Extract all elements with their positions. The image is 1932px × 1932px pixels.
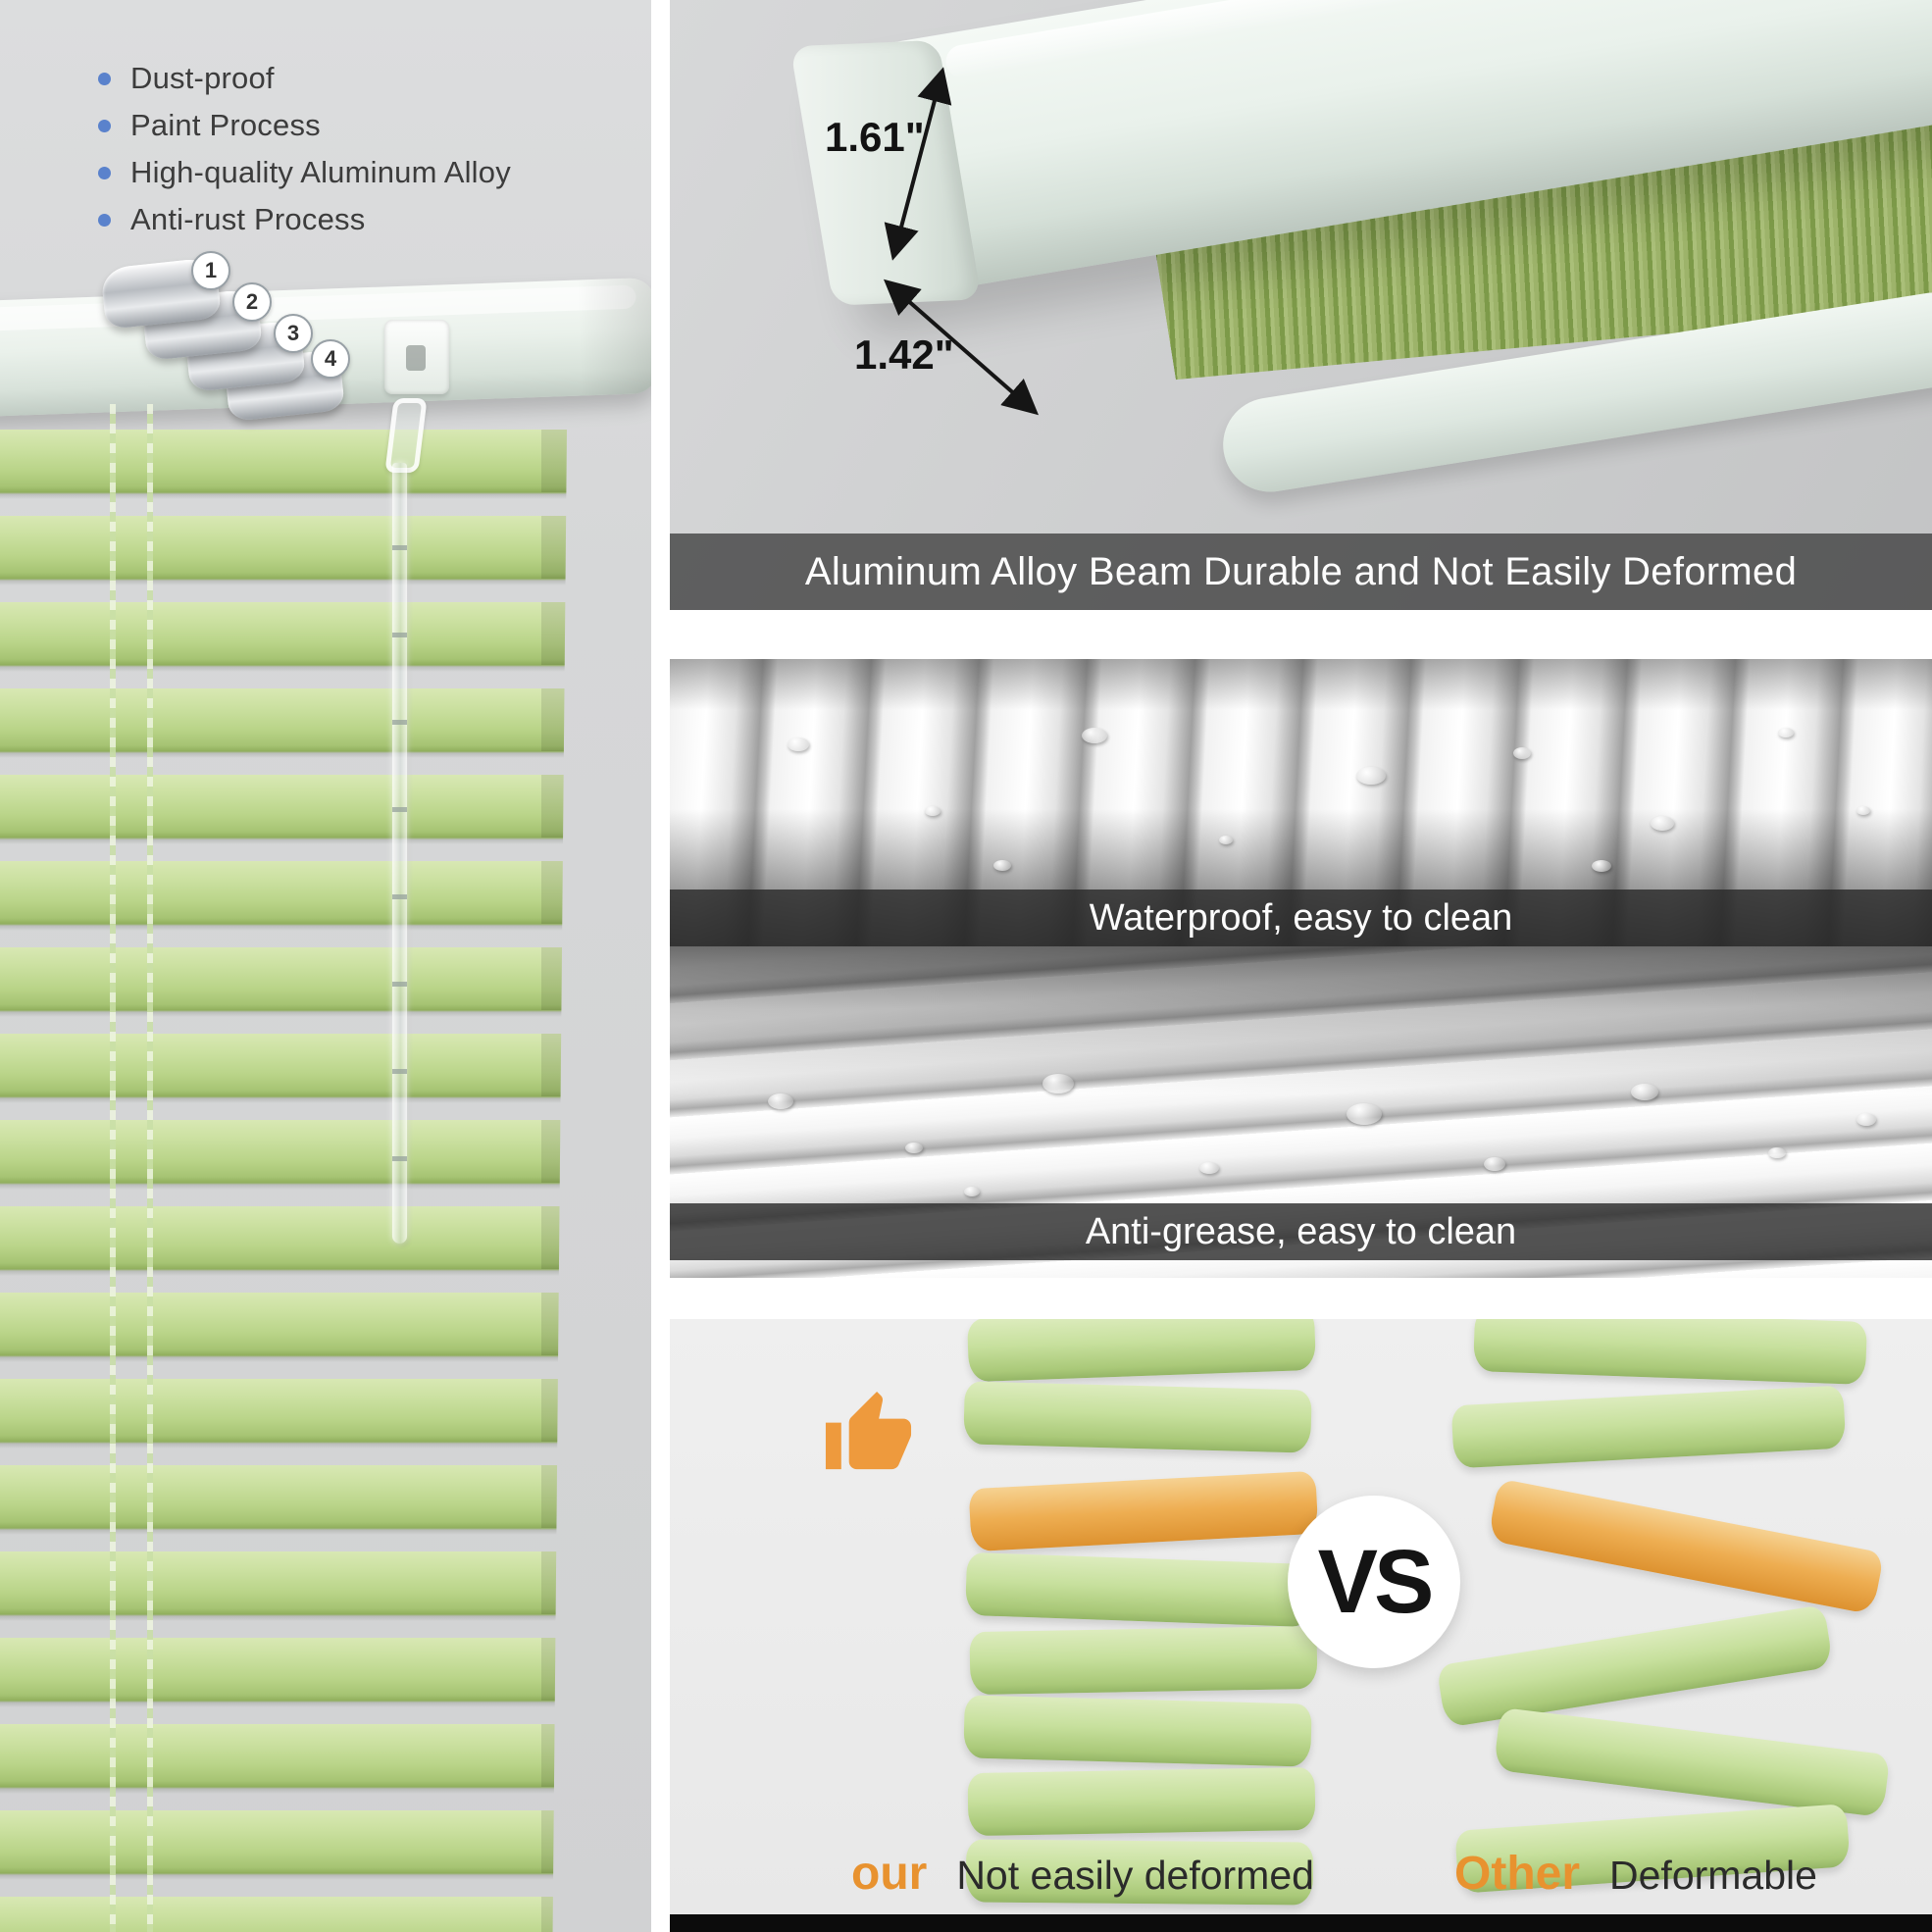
bullet-dot-icon <box>98 119 111 132</box>
water-droplet <box>1199 1162 1219 1174</box>
water-droplet <box>1856 1113 1876 1126</box>
ladder-cord <box>147 404 153 1932</box>
bullet-dot-icon <box>98 72 111 85</box>
feature-label: High-quality Aluminum Alloy <box>130 155 511 189</box>
water-droplet <box>905 1143 923 1153</box>
slat-orange <box>1487 1478 1885 1615</box>
left-blinds-photo: Dust-proof Paint Process High-quality Al… <box>0 0 651 1932</box>
our-label: our <box>851 1848 928 1900</box>
slat <box>963 1695 1312 1767</box>
slat-layer-samples: 1 2 3 4 <box>100 245 417 432</box>
water-droplet <box>1347 1103 1382 1125</box>
water-droplet <box>1042 1074 1074 1093</box>
slat <box>1473 1319 1867 1385</box>
feature-label: Dust-proof <box>130 61 275 95</box>
slat <box>1436 1604 1834 1728</box>
water-droplet <box>1513 747 1531 759</box>
bullet-dot-icon <box>98 166 111 179</box>
slat <box>967 1766 1316 1837</box>
bottom-black-strip <box>670 1914 1932 1932</box>
features-list: Dust-proof Paint Process High-quality Al… <box>98 61 511 249</box>
slat <box>969 1625 1318 1696</box>
antigrease-caption: Anti-grease, easy to clean <box>670 1203 1932 1260</box>
feature-label: Paint Process <box>130 108 321 142</box>
antigrease-photo-section: Anti-grease, easy to clean <box>670 946 1932 1278</box>
water-droplet <box>1768 1147 1786 1158</box>
beam-caption: Aluminum Alloy Beam Durable and Not Easi… <box>670 534 1932 610</box>
depth-measure-label: 1.42" <box>854 331 954 378</box>
water-droplet <box>1484 1157 1505 1171</box>
feature-label: Anti-rust Process <box>130 202 366 236</box>
water-droplet <box>1219 836 1233 844</box>
our-desc: Not easily deformed <box>956 1853 1314 1898</box>
other-desc: Deformable <box>1609 1853 1817 1898</box>
height-arrow-icon <box>884 67 952 261</box>
waterproof-photo-section: Waterproof, easy to clean <box>670 659 1932 946</box>
water-droplet <box>1631 1084 1658 1100</box>
feature-item: Paint Process <box>98 108 511 143</box>
feature-item: High-quality Aluminum Alloy <box>98 155 511 190</box>
depth-arrow-icon <box>883 279 1040 416</box>
vs-label: VS <box>1317 1531 1435 1632</box>
water-droplet <box>1356 767 1386 785</box>
water-droplet <box>768 1093 793 1109</box>
water-droplet <box>1856 806 1870 815</box>
other-slat-stack <box>1436 1319 1906 1912</box>
other-result: Other Deformable <box>1454 1847 1817 1901</box>
feature-item: Anti-rust Process <box>98 202 511 237</box>
water-droplet <box>788 737 809 751</box>
bullet-dot-icon <box>98 213 111 227</box>
slat <box>966 1319 1317 1383</box>
other-label: Other <box>1454 1848 1581 1900</box>
water-droplet <box>925 806 941 816</box>
ladder-cord <box>110 404 116 1932</box>
water-droplet <box>1778 728 1794 737</box>
measure-arrows-icon <box>883 67 1040 416</box>
layer-badge: 4 <box>311 339 350 379</box>
water-droplet <box>1592 860 1611 872</box>
slat <box>1450 1385 1847 1469</box>
water-droplet <box>1651 816 1674 831</box>
water-droplet <box>993 860 1011 871</box>
feature-item: Dust-proof <box>98 61 511 96</box>
slat <box>963 1381 1312 1453</box>
slat <box>1493 1706 1891 1818</box>
wand-bracket <box>384 320 449 394</box>
layer-badge: 2 <box>232 282 272 322</box>
slat <box>964 1551 1315 1628</box>
layer-badge: 1 <box>191 251 230 290</box>
thumbs-up-icon <box>825 1391 912 1470</box>
beam-photo-section: 1.61" 1.42" Aluminum Alloy Beam Durable … <box>670 0 1932 610</box>
tilt-wand <box>392 463 407 1244</box>
comparison-section: VS our Not easily deformed Other Deforma… <box>670 1319 1932 1932</box>
layer-badge: 3 <box>274 314 313 353</box>
height-measure-label: 1.61" <box>825 114 925 160</box>
our-slat-stack <box>963 1319 1327 1916</box>
water-droplet <box>964 1187 980 1196</box>
our-result: our Not easily deformed <box>851 1847 1314 1901</box>
slat-orange <box>968 1470 1319 1552</box>
green-slats <box>0 430 567 1932</box>
waterproof-caption: Waterproof, easy to clean <box>670 890 1932 946</box>
water-droplet <box>1082 728 1107 743</box>
vs-badge: VS <box>1288 1496 1460 1668</box>
